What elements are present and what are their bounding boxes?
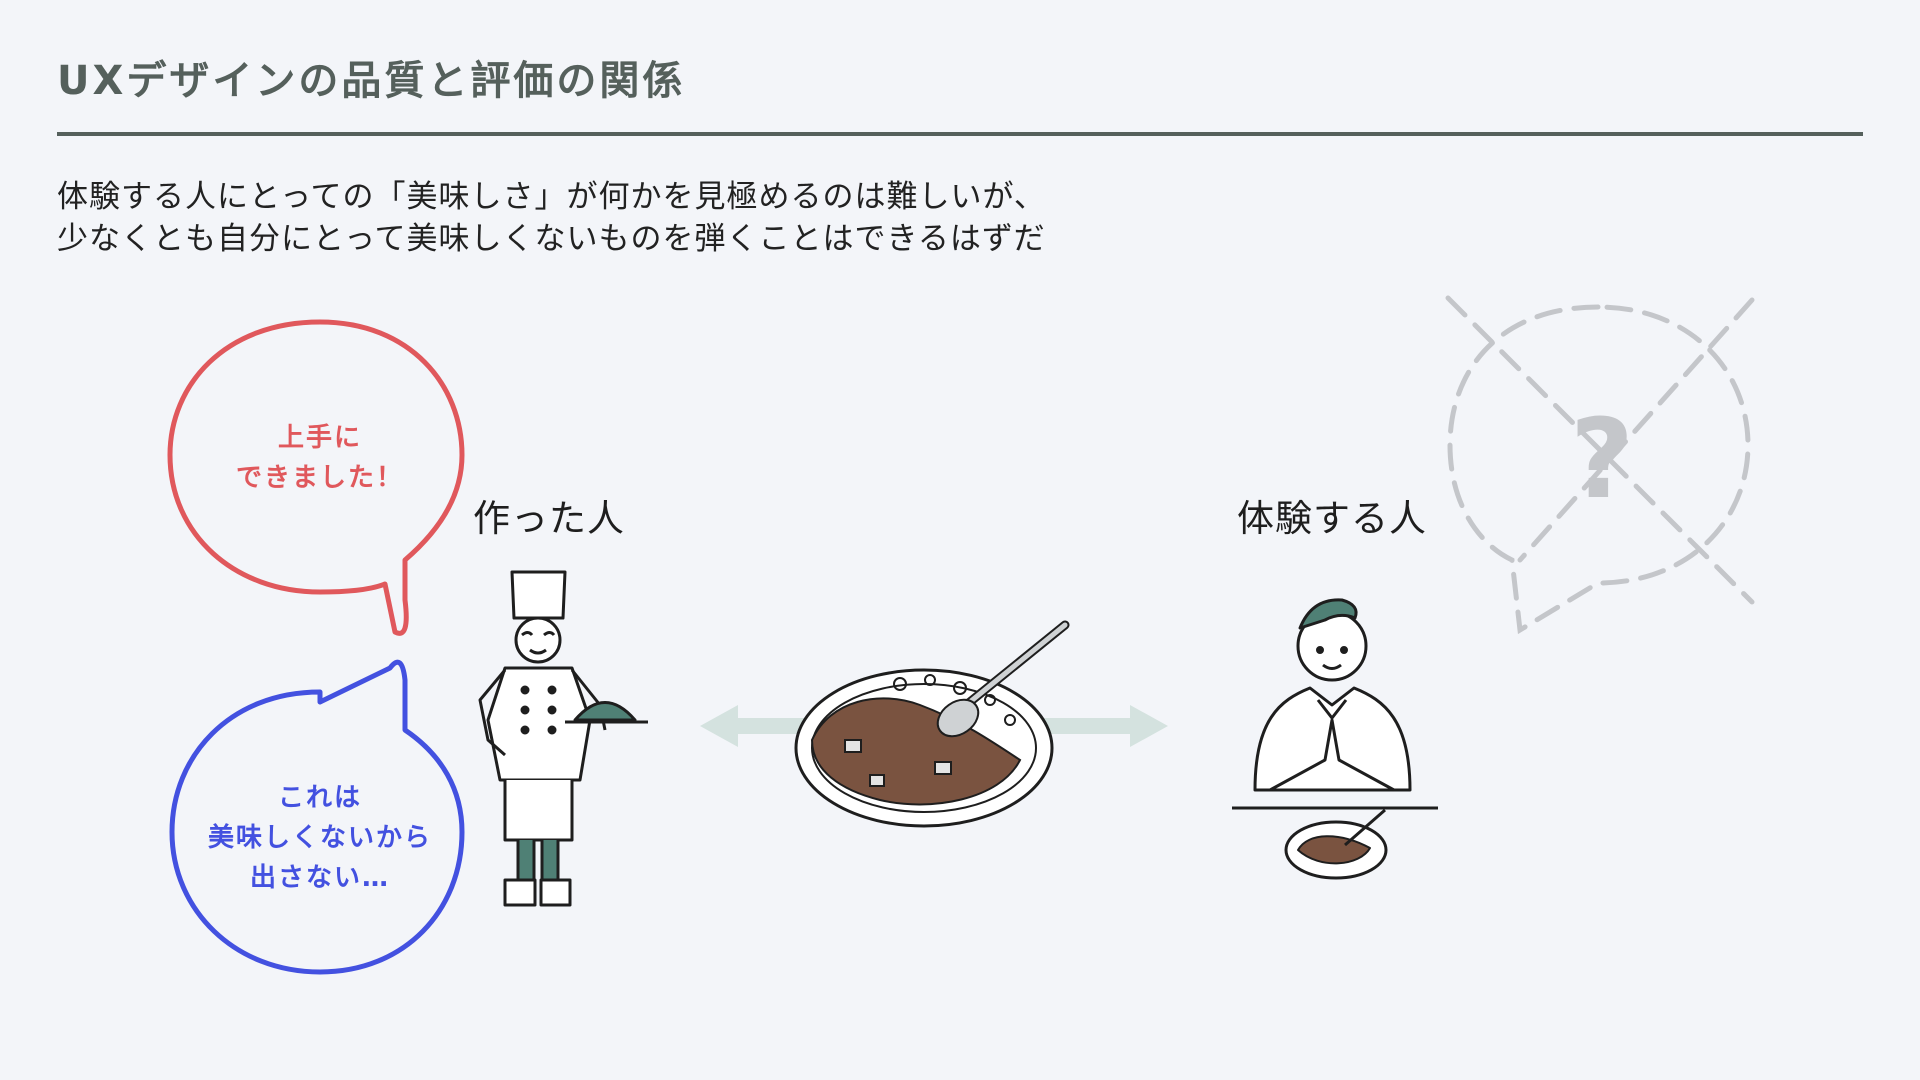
unknown-question-mark: ? <box>1570 395 1634 523</box>
bubble-negative-text: これは 美味しくないから 出さない… <box>190 778 450 898</box>
curry-plate-icon <box>794 620 1070 828</box>
bubble-positive-text: 上手に できました！ <box>190 418 450 498</box>
chef-icon <box>478 570 648 907</box>
maker-label: 作った人 <box>473 497 625 540</box>
title-divider <box>57 132 1863 136</box>
person-praying-icon <box>1232 598 1438 880</box>
lead-line-1: 体験する人にとっての「美味しさ」が何かを見極めるのは難しいが、 <box>57 179 1046 215</box>
page-title: UXデザインの品質と評価の関係 <box>57 58 686 104</box>
bubble-positive-line-1: 上手に <box>277 423 362 453</box>
bubble-negative-line-3: 出さない… <box>249 863 390 893</box>
user-label: 体験する人 <box>1237 497 1427 540</box>
speech-bubble-negative <box>169 659 465 975</box>
bubble-negative-line-1: これは <box>277 783 362 813</box>
speech-bubble-positive <box>167 319 465 636</box>
lead-text: 体験する人にとっての「美味しさ」が何かを見極めるのは難しいが、 少なくとも自分に… <box>57 176 1046 260</box>
lead-line-2: 少なくとも自分にとって美味しくないものを弾くことはできるはずだ <box>57 221 1046 257</box>
bubble-negative-line-2: 美味しくないから <box>207 823 432 853</box>
speech-bubble-unknown <box>1445 295 1755 635</box>
bubble-positive-line-2: できました！ <box>235 463 404 493</box>
